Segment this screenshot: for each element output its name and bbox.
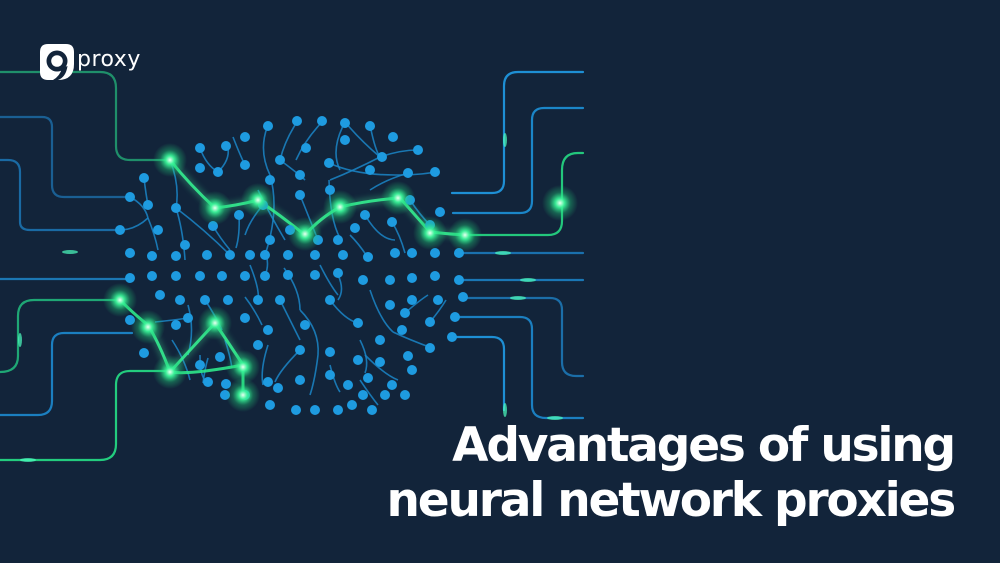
brand-name: proxy (77, 47, 141, 72)
brand-logo[interactable]: proxy (40, 44, 141, 80)
neural-nodes (115, 116, 468, 415)
glowing-nodes (103, 143, 578, 412)
left-circuit-traces (0, 70, 172, 462)
title-line-1: Advantages of using (452, 418, 956, 473)
page-title: Advantages of using neural network proxi… (386, 418, 957, 528)
proxy-logo-icon (40, 44, 74, 80)
trace-sparkles (18, 133, 563, 462)
title-line-2: neural network proxies (386, 473, 957, 528)
active-signal-path-glow (144, 156, 469, 380)
